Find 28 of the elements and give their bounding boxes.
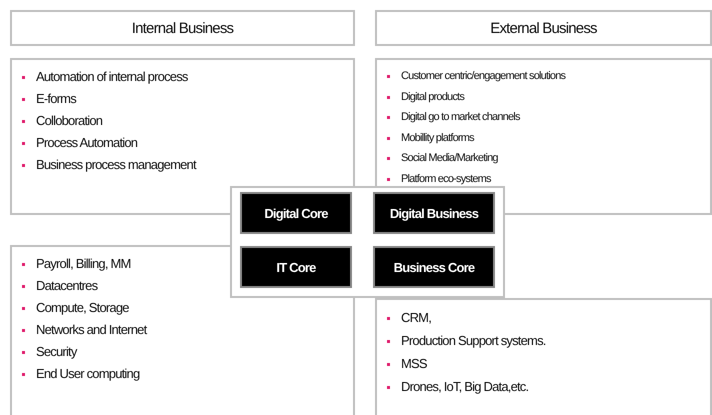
bullet-item: Compute, Storage (20, 297, 129, 319)
list-panel (375, 298, 712, 415)
bullet-item: Automation of internal process (20, 66, 188, 88)
bullet-item: Payroll, Billing, MM (20, 253, 131, 275)
header-box: Internal Business (10, 10, 355, 46)
bullet-item: Datacentres (20, 275, 98, 297)
core-box: IT Core (240, 246, 352, 288)
core-box: Business Core (373, 246, 495, 288)
bullet-item: Social Media/Marketing (385, 148, 498, 168)
bullet-item: Networks and Internet (20, 319, 146, 341)
bullet-item: Colloboration (20, 110, 102, 132)
bullet-item: Mobillity platforms (385, 128, 474, 148)
bullet-item: Business process management (20, 154, 196, 176)
bullet-item: End User computing (20, 363, 140, 385)
bullet-item: Digital products (385, 86, 464, 107)
header-box: External Business (375, 10, 712, 46)
bullet-item: Platform eco-systems (385, 168, 491, 189)
bullet-item: Process Automation (20, 132, 138, 154)
bullet-item: Digital go to market channels (385, 107, 520, 128)
core-box: Digital Business (373, 192, 495, 234)
bullet-item: Security (20, 341, 77, 363)
bullet-item: CRM, (385, 306, 432, 329)
bullet-item: Drones, IoT, Big Data,etc. (385, 375, 528, 398)
bullet-item: E-forms (20, 88, 76, 110)
bullet-item: Customer centric/engagement solutions (385, 66, 566, 86)
core-box: Digital Core (240, 192, 352, 234)
bullet-item: MSS (385, 352, 427, 375)
bullet-item: Production Support systems. (385, 329, 546, 352)
